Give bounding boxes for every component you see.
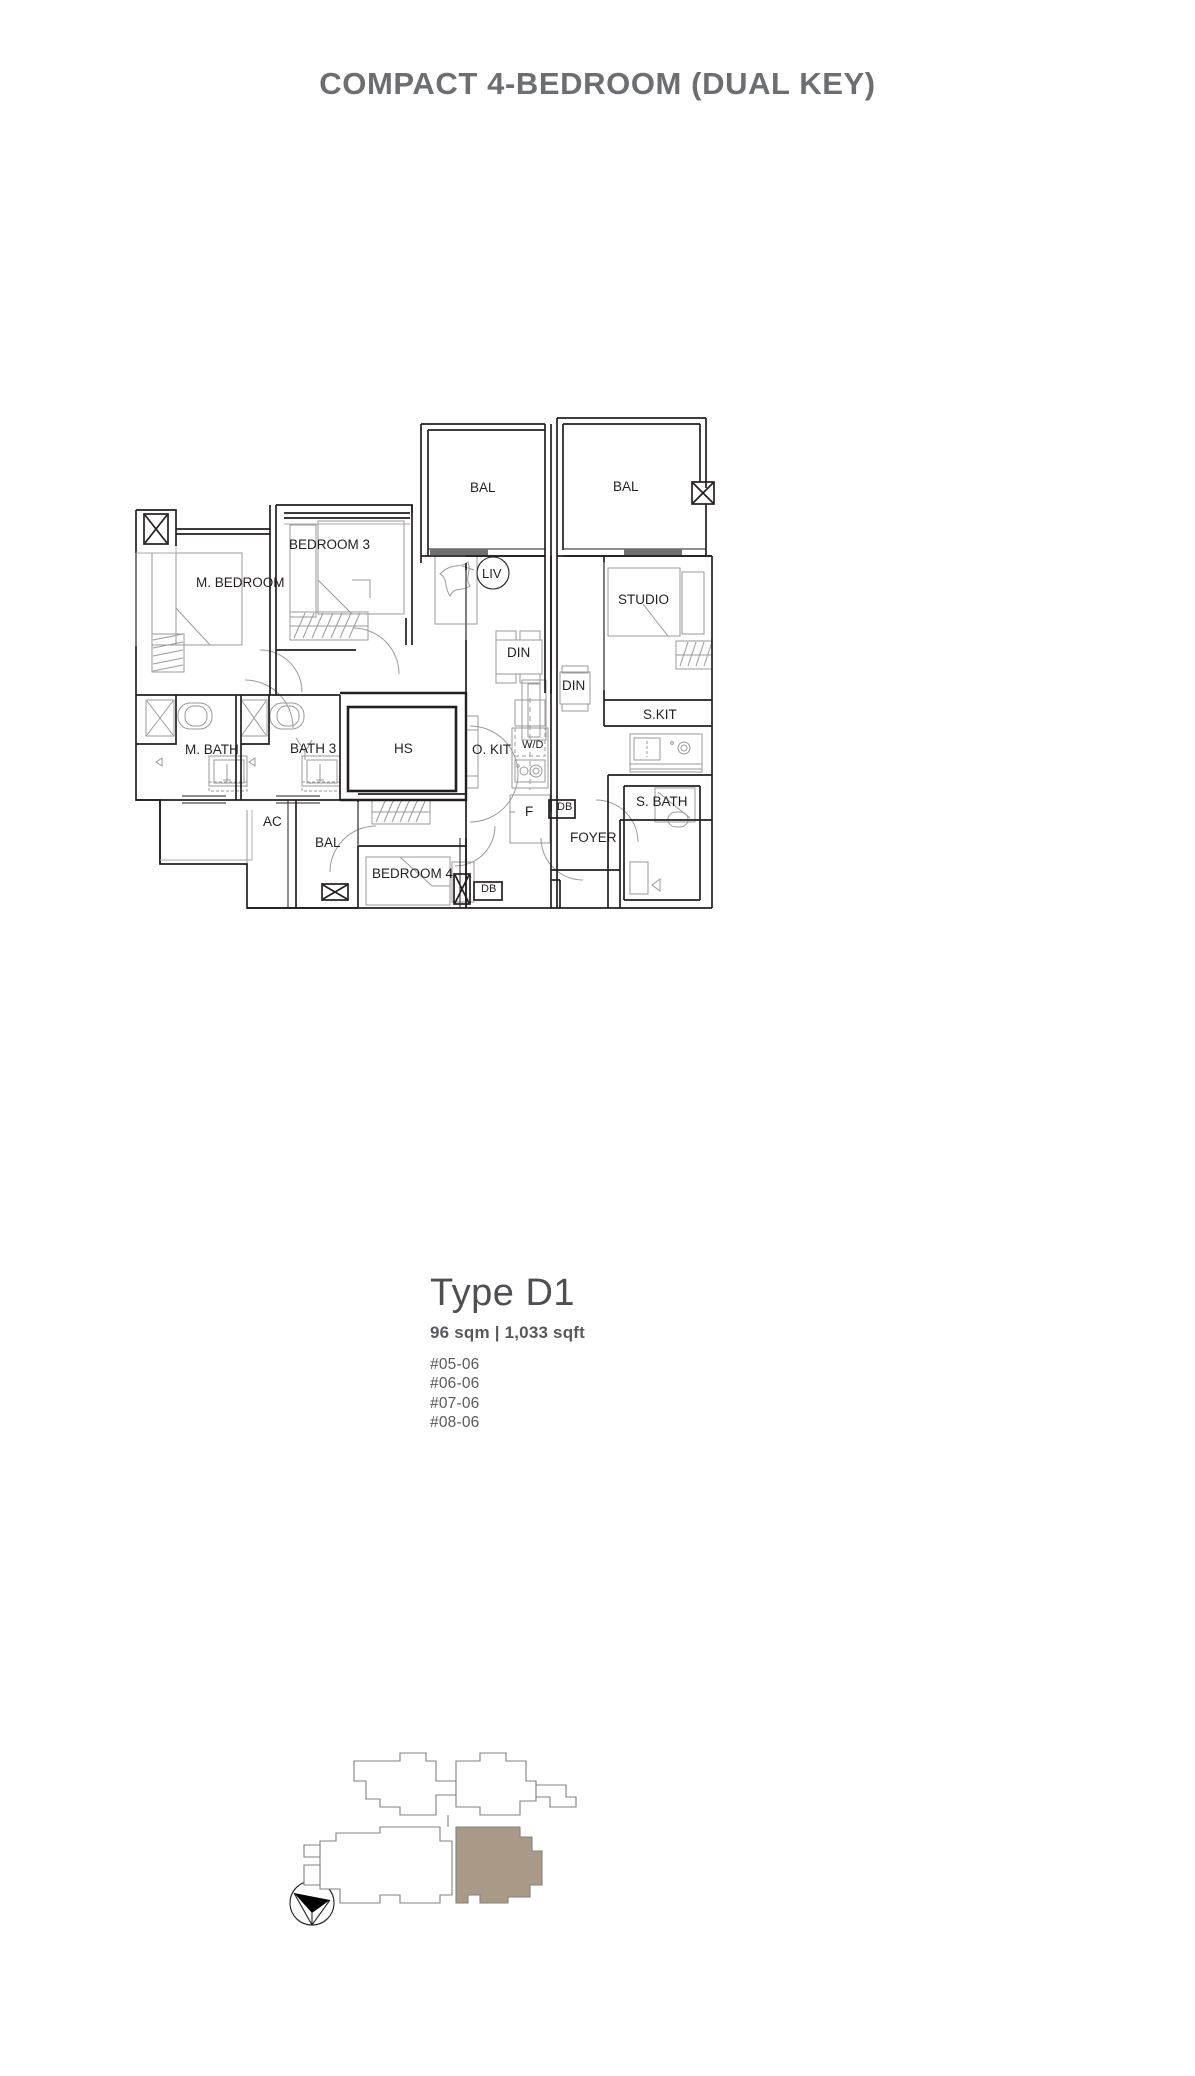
room-label-m-bath: M. BATH	[185, 742, 239, 757]
room-label-o-kit: O. KIT	[472, 742, 511, 757]
room-labels: M. BEDROOM BEDROOM 3 BAL BAL LIV STUDIO DIN DIN…	[185, 479, 688, 895]
room-label-db-lower: DB	[481, 883, 496, 895]
keyplan-highlight-unit	[455, 1826, 543, 1904]
room-label-hs: HS	[394, 741, 413, 756]
keyplan-block-e	[303, 1784, 577, 1886]
wall-layer	[135, 417, 715, 909]
room-label-liv: LIV	[482, 566, 502, 581]
room-label-s-kit: S.KIT	[643, 707, 677, 722]
unit-number: #06-06	[430, 1375, 480, 1393]
room-label-foyer: FOYER	[570, 830, 617, 845]
room-label-f: F	[525, 804, 533, 819]
room-label-circle-liv	[476, 556, 510, 590]
unit-number: #07-06	[430, 1394, 480, 1412]
page-title: COMPACT 4-BEDROOM (DUAL KEY)	[319, 66, 876, 101]
key-plan	[280, 1745, 700, 2005]
room-label-bal-bottom: BAL	[315, 835, 341, 850]
keyplan-block-ne	[455, 1752, 537, 1816]
room-label-wd: W/D	[522, 739, 543, 751]
room-label-bal-left: BAL	[470, 480, 496, 495]
room-label-bal-right: BAL	[613, 479, 639, 494]
unit-number: #05-06	[430, 1355, 480, 1373]
room-label-db-upper: DB	[557, 801, 572, 813]
room-label-ac: AC	[263, 814, 282, 829]
furniture-layer	[145, 520, 713, 906]
room-label-bedroom-3: BEDROOM 3	[289, 537, 370, 552]
room-label-din-left: DIN	[507, 645, 530, 660]
room-label-s-bath: S. BATH	[636, 794, 688, 809]
key-plan-svg	[289, 1752, 577, 1927]
type-name: Type D1	[430, 1272, 576, 1314]
detail-layer	[135, 523, 605, 861]
room-label-studio: STUDIO	[618, 592, 669, 607]
room-label-m-bedroom: M. BEDROOM	[196, 575, 285, 590]
keyplan-block-nw	[353, 1752, 457, 1816]
room-label-bedroom-4: BEDROOM 4	[372, 866, 454, 881]
unit-number-list: #05-06 #06-06#07-06 #08-06	[430, 1355, 860, 1433]
room-label-bath-3: BATH 3	[290, 741, 336, 756]
type-area: 96 sqm | 1,033 sqft	[430, 1322, 586, 1342]
unit-number: #08-06	[430, 1414, 480, 1432]
room-label-din-right: DIN	[562, 678, 585, 693]
type-info-block: Type D1 96 sqm | 1,033 sqft #05-06 #06-06…	[430, 1272, 860, 1433]
keyplan-block-sw	[319, 1826, 453, 1904]
